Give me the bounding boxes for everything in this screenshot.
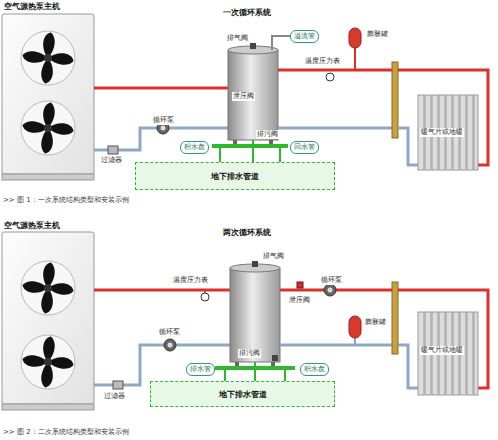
part-label: 排污阀: [238, 349, 261, 358]
drain-channel: 地下排水管道: [135, 162, 335, 190]
part-label: 暖气片或地暖: [420, 128, 464, 137]
panel-title: 一次循环系统: [222, 8, 272, 18]
part-label: 膨胀罐: [364, 318, 387, 327]
panel-title: 空气源热泵主机: [3, 221, 61, 231]
part-label: 过滤器: [100, 156, 123, 165]
node-text: 排水管: [190, 365, 211, 374]
figure-caption: >> 图 1：一次系统结构类型和安装示例: [2, 196, 130, 205]
node-text: 积水盘: [304, 365, 325, 374]
callout-bubble: 回水管: [290, 141, 319, 154]
part-label: 循环泵: [320, 276, 343, 285]
part-label: 循环泵: [158, 328, 181, 337]
part-label: 排污阀: [256, 130, 279, 139]
node-text: 地下排水管道: [211, 171, 259, 182]
node-text: 积水盘: [184, 143, 205, 152]
part-label: 温度压力表: [304, 57, 341, 66]
callout-bubble: 积水盘: [180, 141, 209, 154]
panel-title: 两次循环系统: [222, 228, 272, 238]
part-label: 温度压力表: [172, 276, 209, 285]
panel-title: 空气源热泵主机: [3, 2, 61, 12]
figure-caption: >> 图 2：二次系统结构类型和安装示例: [2, 428, 130, 437]
part-label: 排气阀: [226, 34, 249, 43]
node-text: 回水管: [294, 143, 315, 152]
part-label: 排气阀: [262, 252, 285, 261]
part-label: 泄压阀: [288, 296, 311, 305]
node-text: 地下排水管道: [219, 389, 267, 400]
callout-bubble: 积水盘: [300, 363, 329, 376]
callout-bubble: 排水管: [186, 363, 215, 376]
part-label: 循环泵: [152, 116, 175, 125]
part-label: 膨胀罐: [366, 30, 389, 39]
part-label: 暖气片或地暖: [420, 346, 464, 355]
part-label: 过滤器: [103, 392, 126, 401]
node-text: 溢流管: [294, 32, 315, 41]
part-label: 泄压阀: [232, 92, 255, 101]
drain-channel: 地下排水管道: [150, 381, 335, 407]
callout-bubble: 溢流管: [290, 30, 319, 43]
